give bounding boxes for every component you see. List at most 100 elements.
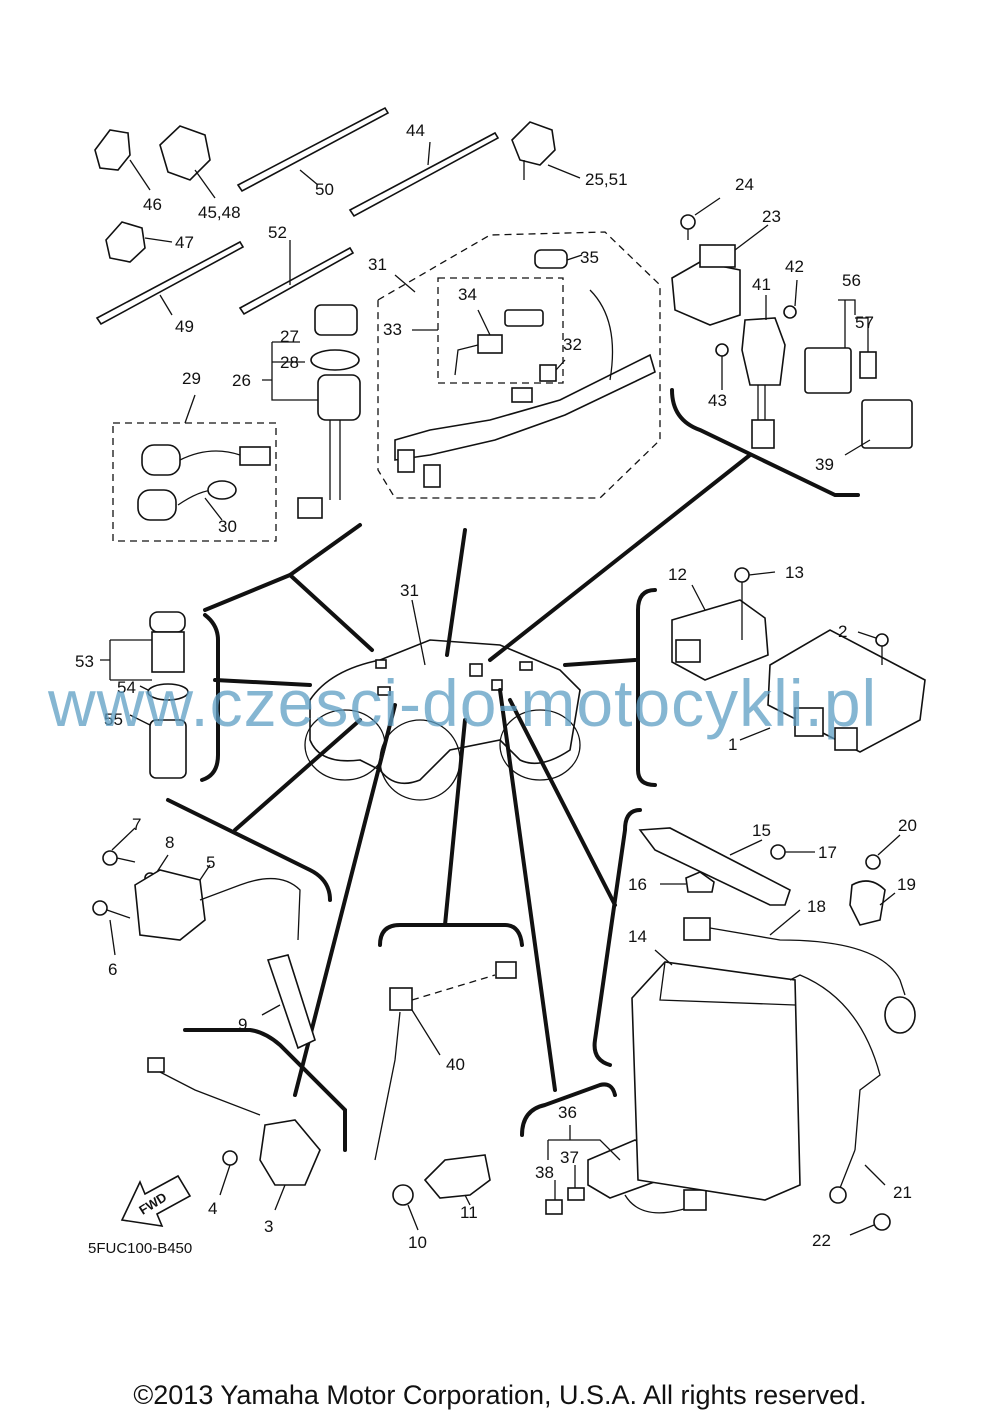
leader-13 <box>741 571 776 640</box>
callout-12: 12 <box>668 565 687 584</box>
relay-36-wire <box>624 1194 701 1214</box>
callout-24: 24 <box>735 175 754 194</box>
callout-36: 36 <box>558 1103 577 1122</box>
callout-31-group: 31 <box>368 255 387 274</box>
callout-38: 38 <box>535 1163 554 1182</box>
link-to-coil-group <box>233 718 362 832</box>
harness-marker-b <box>377 686 391 696</box>
link-to-socket-group <box>213 678 312 687</box>
cable-ties-group <box>94 106 581 326</box>
switch-coupler <box>297 497 323 519</box>
link-to-sensor-group <box>443 718 467 927</box>
harness-marker-c <box>469 663 483 677</box>
leader-32 <box>555 359 566 371</box>
starter-relay-23 <box>671 261 741 326</box>
leader-31-vehicle <box>411 599 426 666</box>
leader-35 <box>566 254 583 261</box>
leader-46 <box>129 159 151 191</box>
accessory-socket-group <box>100 611 220 782</box>
fuse-37 <box>567 1187 585 1201</box>
fuse-box-39 <box>861 399 913 449</box>
harness-coupler-a <box>397 449 415 473</box>
leader-30 <box>204 497 223 521</box>
callout-26: 26 <box>232 371 251 390</box>
ignition-coil-5 <box>134 869 206 941</box>
cable-18 <box>709 927 906 996</box>
callout-33: 33 <box>383 320 402 339</box>
link-to-relay36-group <box>498 688 557 1092</box>
fuse-57 <box>859 351 877 379</box>
sensor-40 <box>389 987 413 1011</box>
switch-body <box>317 374 361 421</box>
clamp-25-51 <box>511 121 556 166</box>
leader-53-55 <box>100 639 152 726</box>
callout-7: 7 <box>132 815 141 834</box>
bulb-30 <box>207 480 237 500</box>
callout-4: 4 <box>208 1199 217 1218</box>
cable-21-terminal <box>829 1186 847 1204</box>
leader-18 <box>769 909 801 936</box>
callout-27: 27 <box>280 327 299 346</box>
lamp-coupler <box>239 446 271 466</box>
group-33-box <box>437 277 564 384</box>
switch-11 <box>423 1154 491 1199</box>
clamp-19 <box>849 880 886 926</box>
cable-21 <box>789 974 881 1151</box>
main-switch-assembly <box>262 304 361 519</box>
callout-11: 11 <box>460 1203 478 1222</box>
callout-41: 41 <box>752 275 771 294</box>
callout-21: 21 <box>893 1183 912 1202</box>
leader-49 <box>159 294 173 316</box>
harness-coupler-b <box>423 464 441 488</box>
sensor-wire <box>411 974 496 1001</box>
relay-41-wires <box>757 385 766 420</box>
bracket-pickup-group <box>183 1028 347 1152</box>
socket-cap-53 <box>149 611 186 633</box>
fuse-box-56 <box>804 347 852 394</box>
link-to-switch-group <box>203 572 374 652</box>
bolt-13 <box>734 567 750 583</box>
coil-lead <box>199 877 301 941</box>
cable-tie-44 <box>348 131 500 218</box>
callout-37: 37 <box>560 1148 579 1167</box>
battery-group <box>592 808 916 1236</box>
leader-36-38 <box>547 1125 621 1200</box>
callout-50: 50 <box>315 180 334 199</box>
bracket-relay36-group <box>520 1082 617 1137</box>
watermark-text: www.czesci-do-motocykli.pl <box>48 666 878 740</box>
leader-3 <box>274 1184 286 1211</box>
bolt-7 <box>102 850 118 866</box>
clamp-47 <box>105 221 146 263</box>
copyright-notice: ©2013 Yamaha Motor Corporation, U.S.A. A… <box>133 1380 867 1410</box>
callout-22: 22 <box>812 1231 831 1250</box>
positive-terminal-cap <box>683 917 711 941</box>
leader-26 <box>262 341 318 401</box>
leader-9 <box>261 1004 281 1016</box>
leader-1 <box>739 727 771 741</box>
leader-25-51 <box>547 164 581 179</box>
leader-14 <box>654 949 673 966</box>
callout-52: 52 <box>268 223 287 242</box>
link-to-harness-group <box>445 528 467 657</box>
leader-22 <box>849 1224 875 1236</box>
pickup-coil-group <box>147 1028 347 1211</box>
socket-body-53 <box>151 631 185 673</box>
callout-56: 56 <box>842 271 861 290</box>
leader-7 <box>111 827 136 863</box>
callout-30: 30 <box>218 517 237 536</box>
diagram-code: 5FUC100-B450 <box>88 1240 193 1257</box>
main-harness <box>394 353 656 461</box>
cable-18-end <box>884 996 916 1034</box>
switch-wires <box>329 420 341 500</box>
link-to-relay-group <box>488 453 752 662</box>
leader-12 <box>691 584 706 611</box>
callouts: 1 2 3 4 5 6 7 8 9 10 11 12 13 14 15 16 1… <box>75 121 917 1252</box>
ignition-coil-group <box>92 798 332 1050</box>
bulb-socket-lower <box>137 489 177 521</box>
harness-marker-a <box>375 659 387 669</box>
plug-cap-9 <box>266 954 316 1050</box>
leader-6 <box>106 909 131 956</box>
relay-41-coupler <box>751 419 775 449</box>
callout-34: 34 <box>458 285 477 304</box>
